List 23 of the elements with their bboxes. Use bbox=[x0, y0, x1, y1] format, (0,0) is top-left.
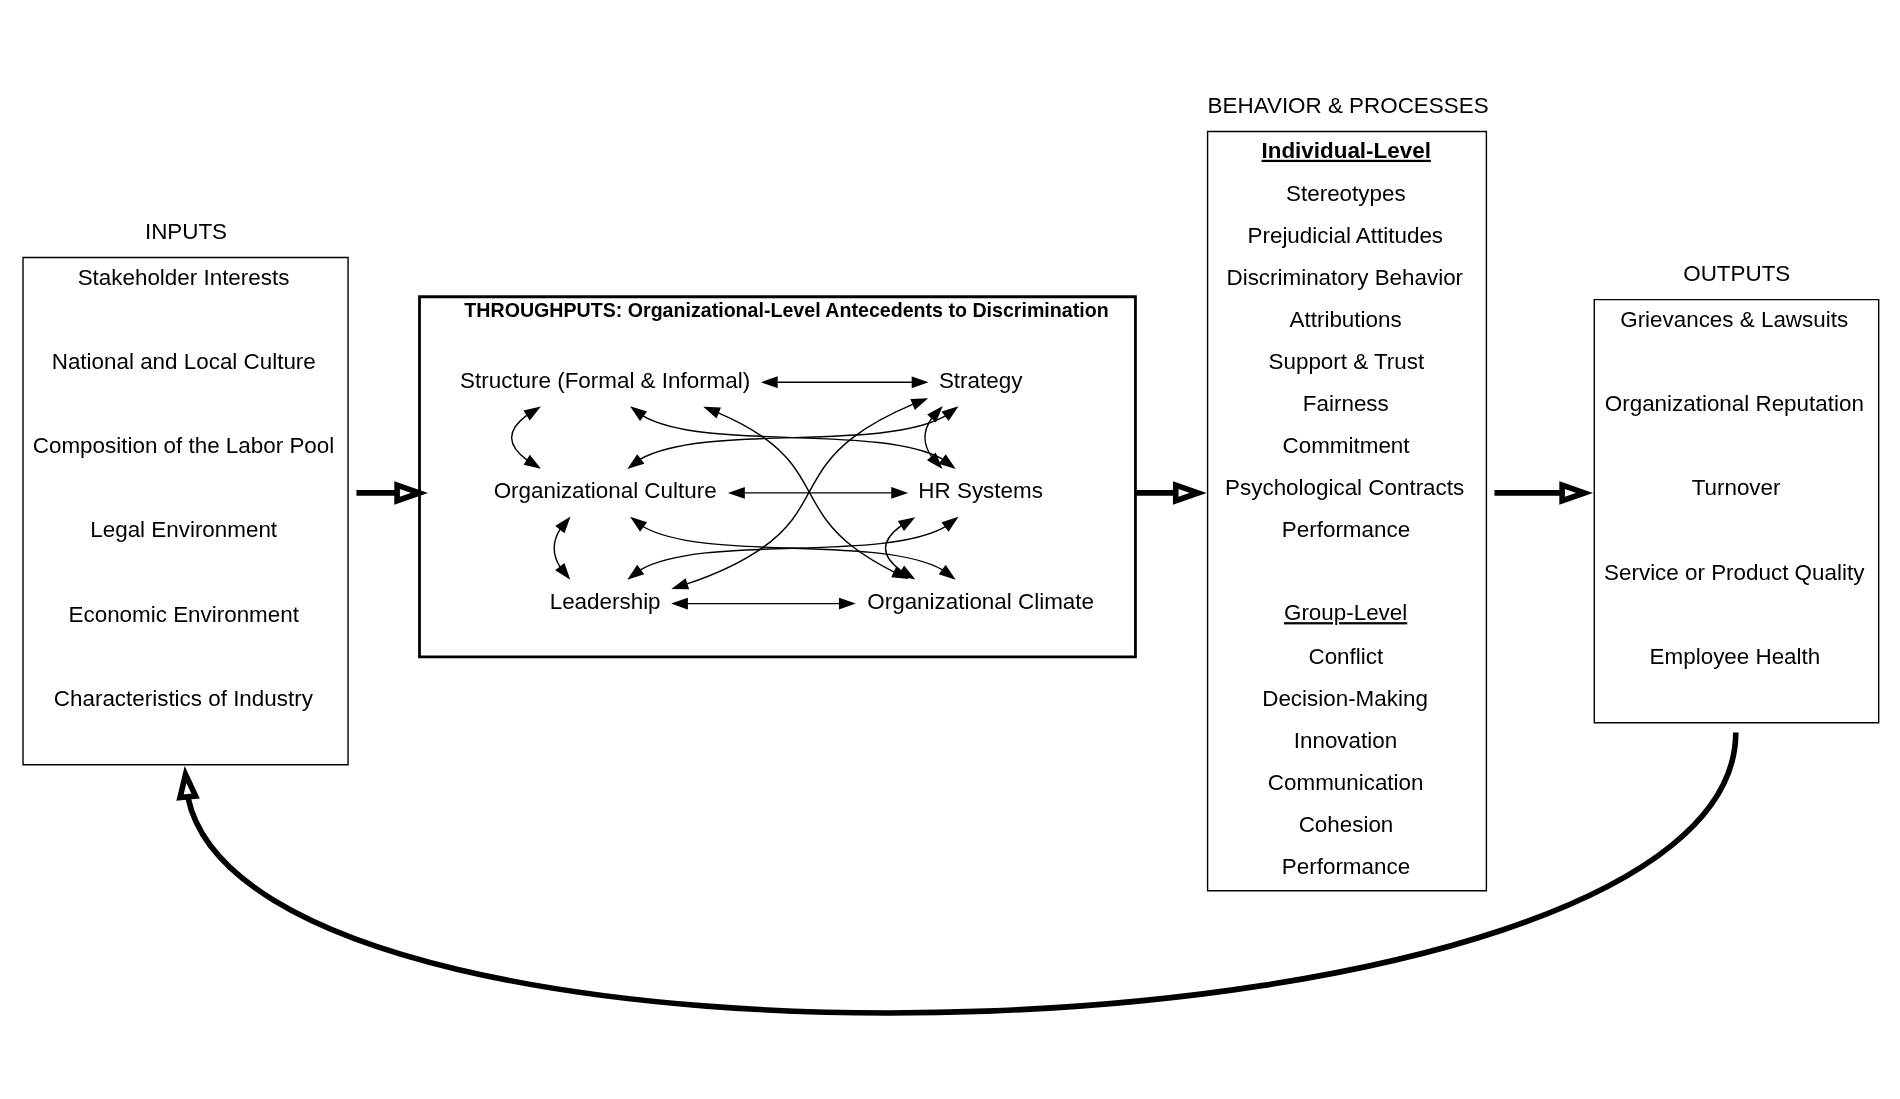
arrow bbox=[175, 731, 1738, 1014]
arrow bbox=[760, 375, 928, 388]
arrow bbox=[923, 405, 943, 469]
node-box: Stakeholder Interests National and Local Culture Composition of the Labor Pool Legal Environment Economic Environment Characteristics of Industry bbox=[21, 256, 349, 765]
node-text: Organizational Climate bbox=[866, 588, 1094, 614]
node-text: Leadership bbox=[549, 588, 661, 614]
node-box: Individual-Level Stereotypes Prejudicial Attitudes Discriminatory Behavior Attributions Support & Trust Fairness Commitment Psychological Contracts Performance Group-Level Conflict Decision-Making Innovation Communication Cohesion Performance bbox=[1206, 130, 1487, 892]
node-label: INPUTS bbox=[144, 218, 227, 244]
node-box: Grievances & Lawsuits Organizational Reputation Turnover Service or Product Quality Employee Health bbox=[1593, 298, 1879, 723]
arrow bbox=[510, 405, 541, 469]
arrow bbox=[1134, 480, 1207, 505]
node-text: Structure (Formal & Informal) bbox=[459, 367, 750, 393]
node-label: OUTPUTS bbox=[1682, 260, 1790, 286]
arrow bbox=[670, 397, 928, 589]
arrow bbox=[670, 597, 856, 609]
node-text: HR Systems bbox=[917, 477, 1043, 503]
arrow bbox=[355, 480, 428, 505]
node-label: BEHAVIOR & PROCESSES bbox=[1207, 92, 1489, 118]
arrow bbox=[1493, 480, 1593, 505]
arrow bbox=[552, 516, 571, 580]
node-text: Organizational Culture bbox=[493, 477, 717, 503]
node-text: Strategy bbox=[938, 367, 1022, 393]
arrow bbox=[727, 486, 908, 499]
